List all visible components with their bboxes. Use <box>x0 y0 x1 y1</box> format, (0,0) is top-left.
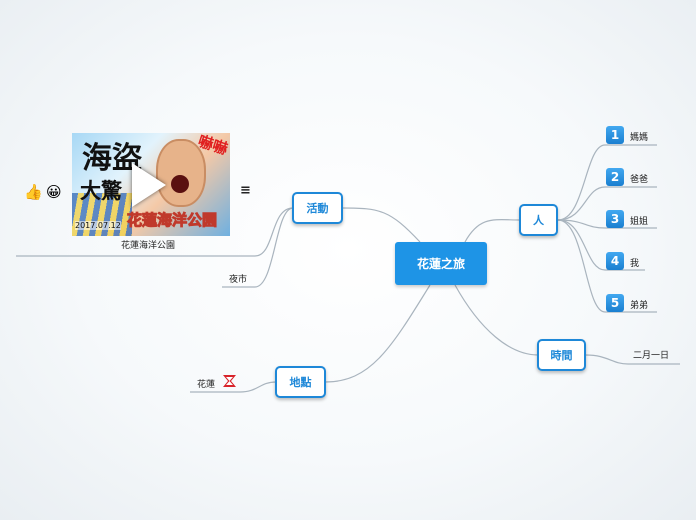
video-date: 2017.07.12 <box>75 221 121 230</box>
menu-icon[interactable]: ≡ <box>240 183 251 198</box>
central-topic[interactable]: 花蓮之旅 <box>395 242 487 285</box>
play-icon[interactable] <box>132 163 166 207</box>
branch-activity-label: 活動 <box>306 202 329 215</box>
leaf-people-2[interactable]: 爸爸 <box>630 175 649 185</box>
leaf-activity-2[interactable]: 夜市 <box>229 275 248 285</box>
leaf-activity-1[interactable]: 花蓮海洋公園 <box>121 241 176 251</box>
leaf-place-1[interactable]: 花蓮 <box>197 380 216 390</box>
leaf-people-5[interactable]: 弟弟 <box>630 301 649 311</box>
video-banner: 花蓮海洋公園 <box>126 211 218 230</box>
leaf-people-1[interactable]: 媽媽 <box>630 133 649 143</box>
video-thumbnail[interactable]: 海盜 大驚 嚇嚇 花蓮海洋公園 2017.07.12 <box>72 133 230 236</box>
mouth-image <box>171 175 189 193</box>
leaf-time-1[interactable]: 二月一日 <box>633 351 670 361</box>
smile-icon: 😀 <box>46 183 62 201</box>
branch-place[interactable]: 地點 <box>275 366 326 398</box>
leaf-people-4[interactable]: 我 <box>630 259 640 269</box>
branch-people-label: 人 <box>533 214 544 227</box>
central-topic-label: 花蓮之旅 <box>416 257 465 271</box>
number-badge-icon: 4 <box>606 252 624 270</box>
number-badge-icon: 3 <box>606 210 624 228</box>
branch-people[interactable]: 人 <box>519 204 558 236</box>
leaf-people-3[interactable]: 姐姐 <box>630 217 649 227</box>
branch-time[interactable]: 時間 <box>537 339 586 371</box>
thumbs-up-icon: 👍 <box>24 183 43 201</box>
video-title-mid: 大驚 <box>80 178 122 203</box>
number-badge-icon: 2 <box>606 168 624 186</box>
number-badge-icon: 5 <box>606 294 624 312</box>
flag-marker-icon <box>223 375 236 387</box>
branch-time-label: 時間 <box>550 349 573 362</box>
branch-place-label: 地點 <box>289 376 312 389</box>
branch-activity[interactable]: 活動 <box>292 192 343 224</box>
number-badge-icon: 1 <box>606 126 624 144</box>
